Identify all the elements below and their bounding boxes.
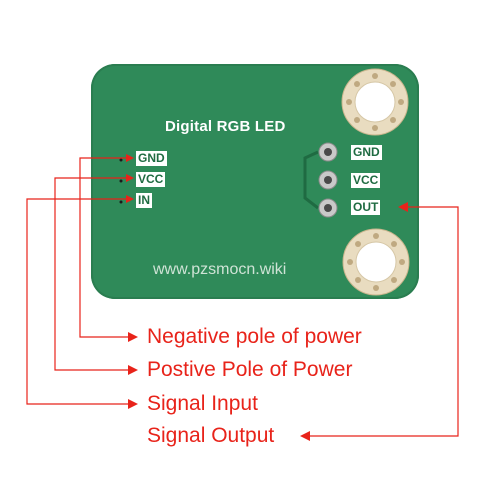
- callout-positive-pole: Postive Pole of Power: [147, 358, 353, 381]
- arrowhead-signal-input: [128, 399, 138, 409]
- pin-label-left-vcc: VCC: [136, 172, 166, 187]
- arrowhead-negative: [128, 332, 138, 342]
- arrowhead-out: [398, 202, 408, 212]
- arrowhead-vcc-left: [126, 174, 134, 182]
- callout-signal-output: Signal Output: [147, 424, 275, 447]
- mount-hole-top: [341, 68, 409, 136]
- board-title: Digital RGB LED: [165, 118, 286, 135]
- pin-label-right-gnd: GND: [351, 145, 382, 160]
- board-url: www.pzsmocn.wiki: [153, 261, 287, 278]
- leader-line-positive: [54, 177, 128, 371]
- pin-label-right-out: OUT: [351, 200, 381, 215]
- arrowhead-gnd-left: [126, 154, 134, 162]
- pin-label-right-vcc: VCC: [351, 173, 381, 188]
- callout-signal-input: Signal Input: [147, 392, 258, 415]
- arrowhead-signal-output: [300, 431, 310, 441]
- mount-hole-bottom: [342, 228, 410, 296]
- arrowhead-positive: [128, 365, 138, 375]
- header-dots-left: [119, 158, 123, 204]
- header-pads-right: [318, 142, 338, 218]
- pin-label-left-gnd: GND: [136, 151, 167, 166]
- callout-negative-pole: Negative pole of power: [147, 325, 362, 348]
- leader-line-negative: [79, 157, 128, 338]
- leader-line-signal-output: [310, 206, 459, 437]
- pin-label-left-in: IN: [136, 193, 152, 208]
- pcb-trace: [303, 150, 319, 210]
- leader-line-signal-input: [26, 198, 128, 405]
- arrowhead-in: [126, 195, 134, 203]
